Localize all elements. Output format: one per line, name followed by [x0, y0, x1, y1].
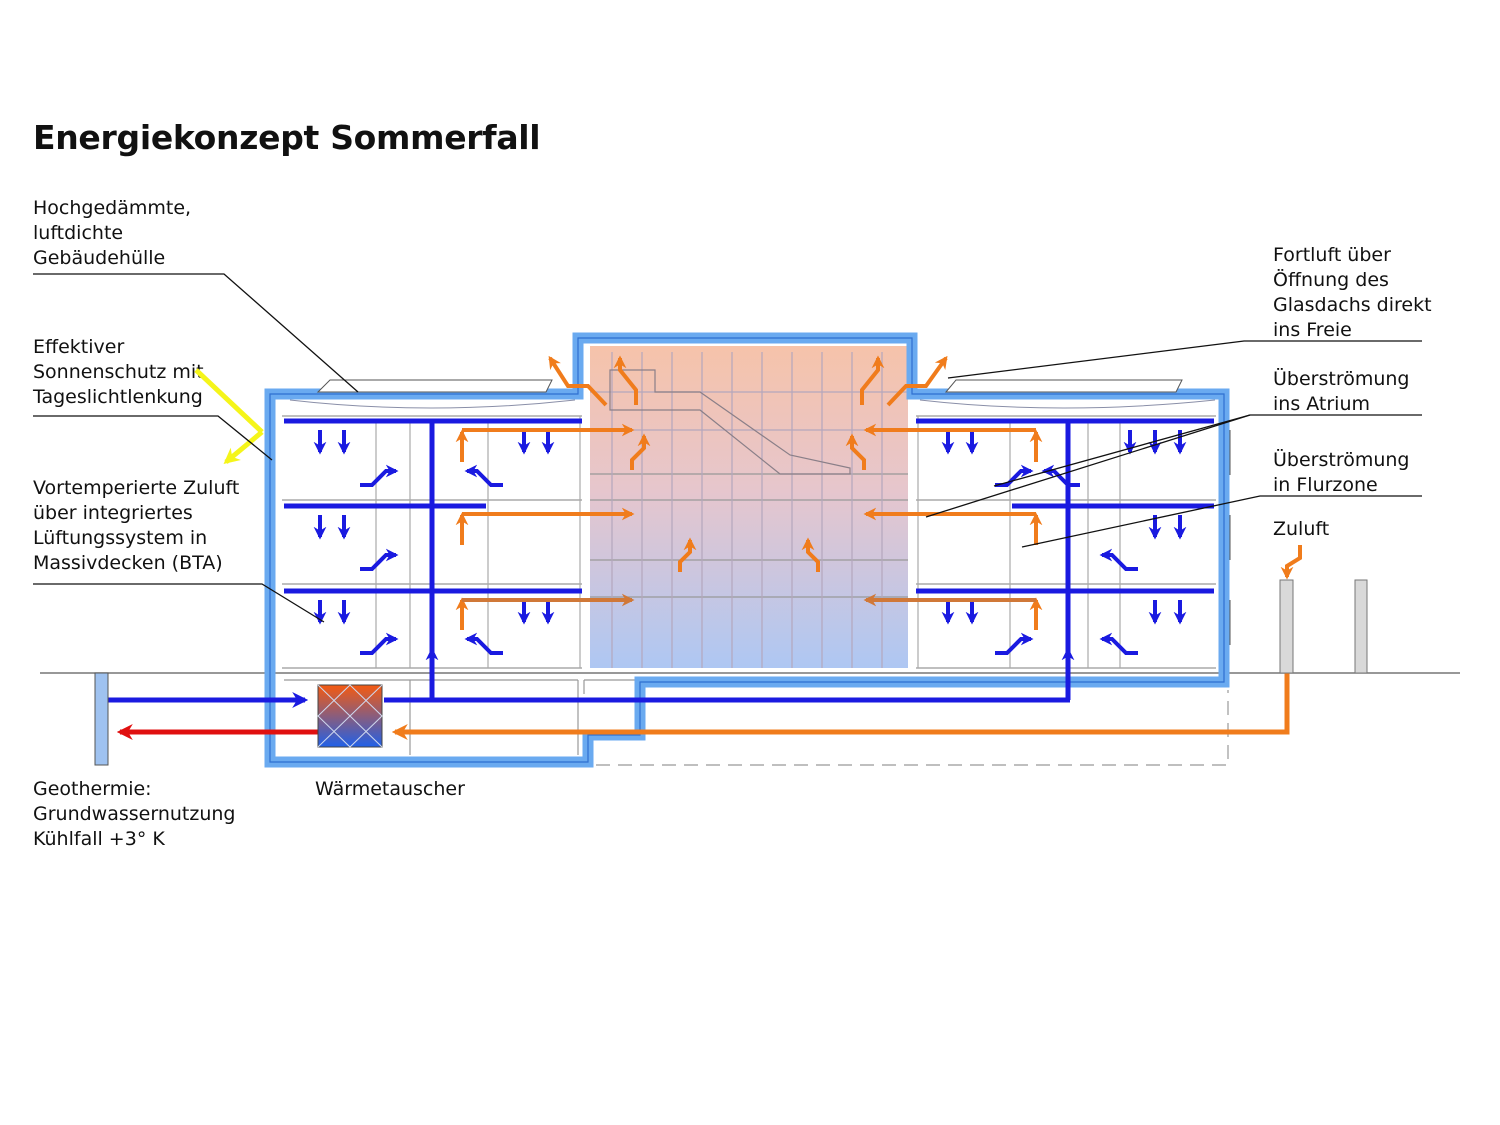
atrium-mullions [590, 352, 908, 668]
basement-dashed-outline [596, 690, 1229, 766]
label-overflow-corridor: Überströmung in Flurzone [1273, 449, 1410, 496]
label-supply-air-system: Vortemperierte Zuluft über integriertes … [33, 477, 240, 574]
label-overflow-atrium: Überströmung ins Atrium [1273, 368, 1410, 415]
riser-arrows [425, 647, 1075, 665]
label-intake-air: Zuluft [1273, 518, 1330, 540]
atrium-space [590, 346, 908, 668]
diagram-title: Energiekonzept Sommerfall [33, 118, 541, 157]
roof-light-shelves [289, 399, 1216, 409]
heat-exchanger [317, 684, 383, 748]
atrium-staircase [609, 369, 851, 475]
geothermal-well [94, 672, 109, 766]
sun-ray-incoming [194, 368, 264, 434]
warm-air-up-arrows [455, 429, 1043, 630]
exhaust-roof-arrows [548, 355, 948, 407]
overflow-atrium-arrows [462, 423, 1036, 521]
sun-ray-reflected [223, 430, 264, 465]
roof-skylights [316, 379, 1183, 393]
atrium-rising-arrows [613, 355, 885, 572]
air-intake-towers [1279, 579, 1368, 674]
fresh-air-intake-duct [391, 672, 1290, 741]
label-sun-protection: Effektiver Sonnenschutz mit Tageslichtle… [33, 336, 204, 408]
leader-lines [33, 273, 1422, 623]
label-heat-exchanger: Wärmetauscher [315, 778, 465, 800]
interior-partitions [375, 416, 1121, 668]
building-envelope [264, 332, 1230, 768]
label-building-envelope: Hochgedämmte, luftdichte Gebäudehülle [33, 197, 192, 269]
label-geothermal: Geothermie: Grundwassernutzung Kühlfall … [33, 778, 236, 850]
intake-arrow [1280, 545, 1302, 580]
label-exhaust-air: Fortluft über Öffnung des Glasdachs dire… [1273, 244, 1432, 341]
